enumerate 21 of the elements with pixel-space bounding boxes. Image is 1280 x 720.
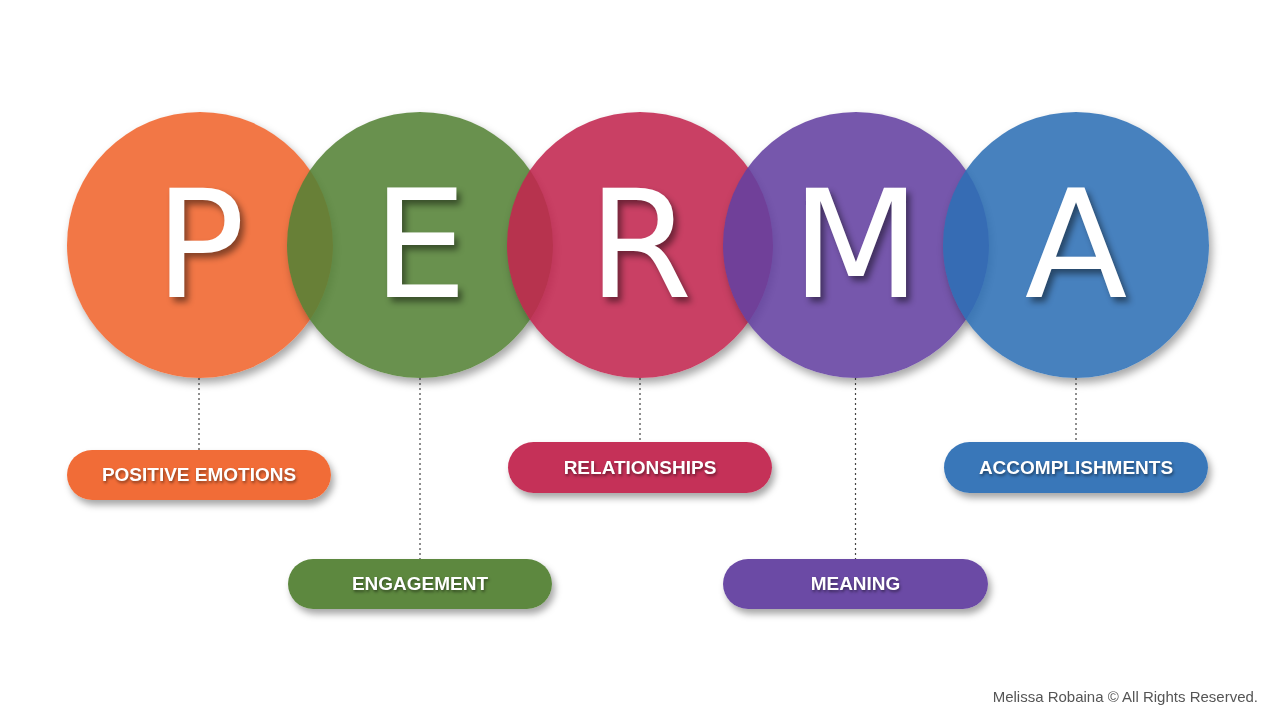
pill-label: POSITIVE EMOTIONS xyxy=(101,464,297,486)
pill-label: MEANING xyxy=(810,573,901,595)
connector-line xyxy=(854,377,857,560)
label-pill xyxy=(288,559,552,609)
label-pill xyxy=(723,559,988,609)
connector-line xyxy=(419,377,421,560)
letter: R xyxy=(587,170,693,320)
copyright-note: Melissa Robaina © All Rights Reserved. xyxy=(992,688,1258,705)
pill-label: ACCOMPLISHMENTS xyxy=(978,456,1174,479)
letter: E xyxy=(372,170,468,320)
connector-line xyxy=(639,377,641,443)
label-pill xyxy=(67,450,331,500)
label-pill xyxy=(944,442,1208,493)
label-pill xyxy=(508,442,772,493)
pill-label: RELATIONSHIPS xyxy=(563,456,717,479)
pill-label: ENGAGEMENT xyxy=(351,573,489,595)
letter: A xyxy=(1024,170,1128,320)
connector-line xyxy=(198,377,200,451)
letter: M xyxy=(791,170,921,320)
connector-line xyxy=(1075,377,1077,443)
letter: P xyxy=(154,170,246,320)
